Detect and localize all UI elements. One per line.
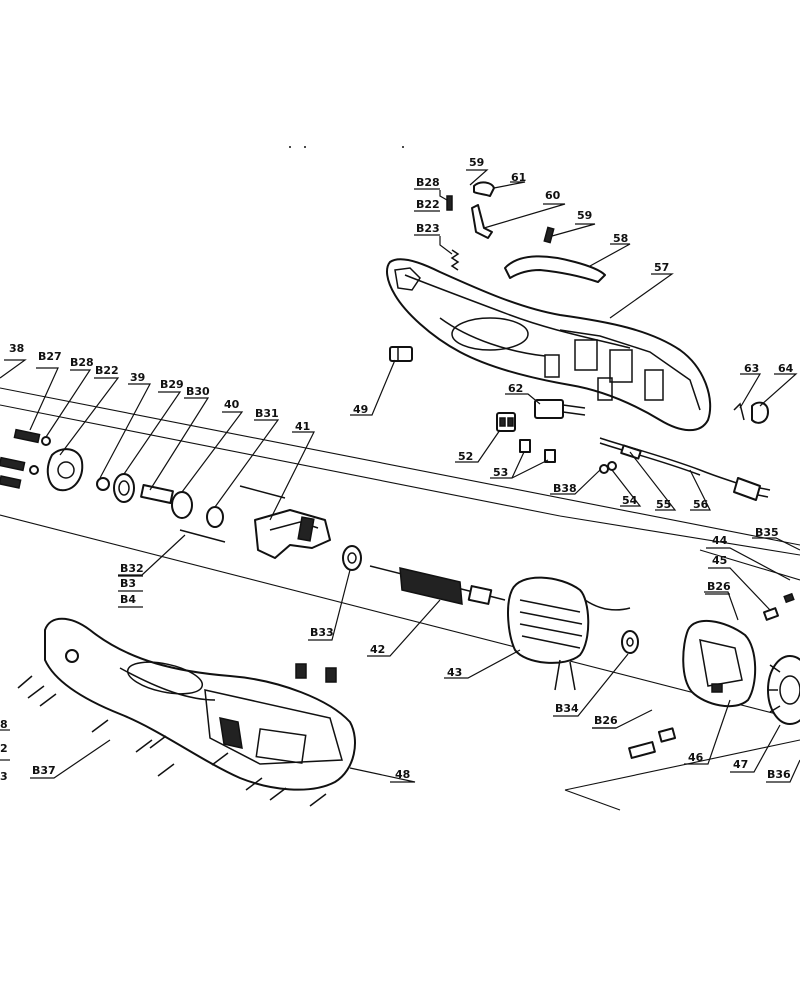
label-52: 52 [458, 450, 473, 463]
label-59: 59 [577, 209, 592, 222]
spindle-40 [140, 484, 193, 519]
power-cable-56 [599, 437, 771, 501]
rear-housing-46 [682, 619, 757, 708]
switch-62 [534, 399, 586, 419]
label-62: 62 [508, 382, 523, 395]
label-b29: B29 [160, 378, 184, 391]
label-60: 60 [545, 189, 561, 202]
label-b28: B28 [70, 356, 94, 369]
bearing-b33 [342, 545, 362, 571]
bearing-b31 [206, 506, 224, 528]
screw-63 [733, 402, 745, 421]
label-64: 64 [778, 362, 794, 375]
label-b35: B35 [755, 526, 779, 539]
lower-housing-48 [44, 617, 356, 791]
label-b23-top: B23 [416, 222, 440, 235]
label-54: 54 [622, 494, 638, 507]
label-44: 44 [712, 534, 728, 547]
label-63: 63 [744, 362, 759, 375]
label-b30: B30 [186, 385, 210, 398]
label-b38: B38 [553, 482, 577, 495]
label-47: 47 [733, 758, 748, 771]
spring-b23 [446, 195, 460, 271]
label-43: 43 [447, 666, 462, 679]
label-53: 53 [493, 466, 508, 479]
stator-43 [507, 576, 631, 691]
label-45: 45 [712, 554, 727, 567]
label-b37: B37 [32, 764, 56, 777]
label-55: 55 [656, 498, 671, 511]
label-40: 40 [224, 398, 240, 411]
label-56: 56 [693, 498, 709, 511]
label-brackets [118, 188, 730, 729]
label-b34: B34 [555, 702, 579, 715]
label-58: 58 [613, 232, 628, 245]
brush-53 [519, 439, 556, 463]
cable-holder-64 [751, 401, 769, 424]
bearing-b29 [113, 473, 135, 503]
label-57: 57 [654, 261, 669, 274]
capacitor-52 [496, 412, 516, 432]
label-b4: B4 [120, 593, 136, 606]
label-49: 49 [353, 403, 368, 416]
label-b33: B33 [310, 626, 334, 639]
label-b31: B31 [255, 407, 279, 420]
brush-holder-45 [762, 592, 795, 621]
label-b3: B3 [120, 577, 136, 590]
label-61: 61 [511, 171, 526, 184]
label-39: 39 [130, 371, 145, 384]
label-b22-top: B22 [416, 198, 440, 211]
clip-49 [389, 346, 413, 362]
label-b26-upper: B26 [707, 580, 731, 593]
washer-39 [96, 477, 110, 491]
fan-47 [767, 655, 800, 725]
lever-60 [471, 204, 493, 239]
label-b32: B32 [120, 562, 144, 575]
screw-b27 [0, 428, 41, 489]
label-38: 38 [9, 342, 24, 355]
plate-b26 [628, 727, 677, 759]
upper-housing-57 [386, 258, 712, 432]
label-b26-lower: B26 [594, 714, 618, 727]
label-b22: B22 [95, 364, 119, 377]
armature-42 [369, 565, 506, 605]
label-b28-top: B28 [416, 176, 440, 189]
label-b27: B27 [38, 350, 62, 363]
bearing-b34 [621, 630, 639, 654]
label-b36: B36 [767, 768, 791, 781]
cable-clamp-54 [599, 461, 617, 474]
pin-59 [543, 226, 555, 244]
screw-b32 [179, 485, 286, 543]
label-59-paren: 59 [469, 156, 484, 169]
flange-38 [46, 448, 84, 492]
switch-lever-58 [504, 255, 606, 283]
label-edge-3: 3 [0, 770, 8, 783]
label-46: 46 [688, 751, 704, 764]
label-48: 48 [395, 768, 410, 781]
label-41: 41 [295, 420, 310, 433]
part-labels: 59 61 B28 B22 60 B23 59 58 57 38 B27 B28… [0, 156, 794, 783]
label-edge-2: 2 [0, 742, 8, 755]
label-42: 42 [370, 643, 385, 656]
leader-lines [0, 169, 800, 783]
brush-pack [295, 663, 337, 683]
button-61 [473, 181, 495, 197]
gear-head-41 [254, 509, 331, 559]
screws-b37 [17, 675, 327, 807]
label-edge-8: 8 [0, 718, 8, 731]
stray-marks [289, 146, 404, 148]
